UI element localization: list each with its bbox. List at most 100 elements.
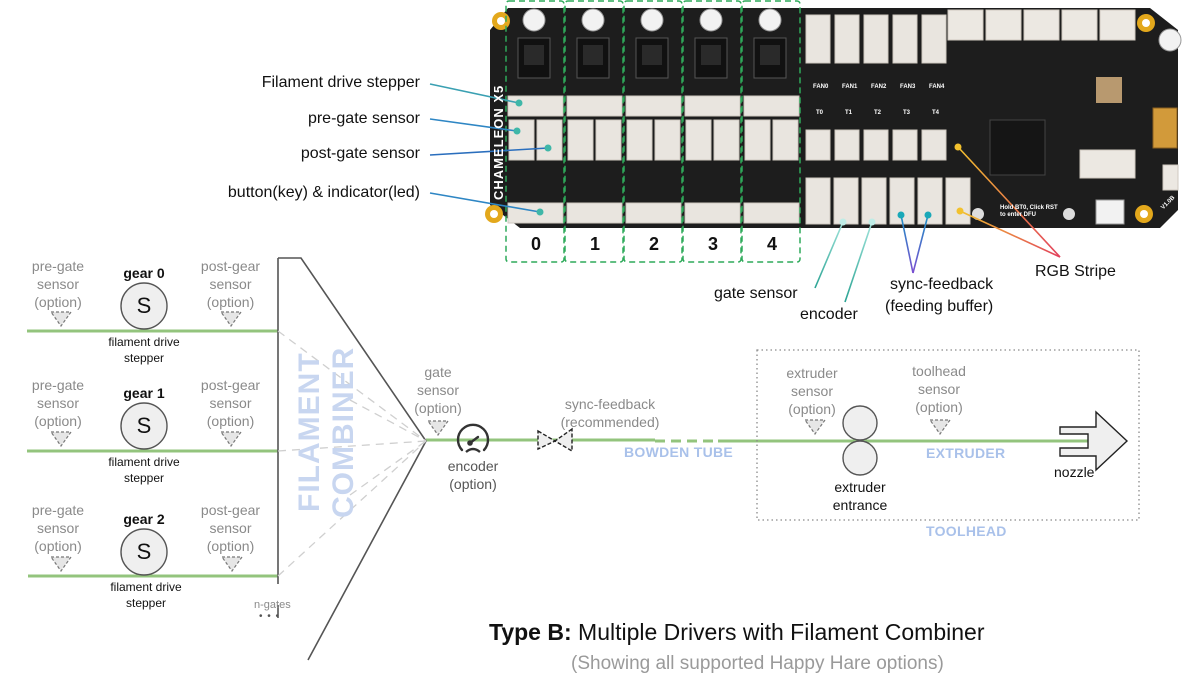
connector bbox=[1162, 164, 1179, 191]
driver-ic bbox=[701, 45, 721, 65]
boot-button bbox=[1063, 208, 1075, 220]
power-connector bbox=[1152, 107, 1178, 149]
callout-post-gate-sensor: post-gate sensor bbox=[300, 145, 420, 162]
toolhead-box bbox=[756, 349, 1140, 521]
motor-connector bbox=[566, 95, 623, 117]
io-connector bbox=[833, 177, 859, 225]
combiner-label-line-1: FILAMENT bbox=[293, 352, 326, 512]
extruder-gears bbox=[842, 405, 878, 476]
key-led-connector bbox=[684, 202, 741, 224]
slot-number-1: 1 bbox=[589, 234, 600, 254]
slot-number-0: 0 bbox=[530, 234, 541, 254]
sensor-triangles bbox=[49, 311, 952, 573]
leader-stepper bbox=[429, 83, 520, 104]
motor-connector bbox=[625, 95, 682, 117]
callout-gate-sensor: gate sensor bbox=[714, 285, 798, 302]
controller-board bbox=[485, 8, 1182, 228]
io-connector bbox=[889, 177, 915, 225]
gate-1-gear-title: gear 1 bbox=[123, 385, 165, 401]
slot-box-3 bbox=[682, 0, 742, 263]
dfu-note: Hold BT0, Click RST to enter DFU bbox=[1000, 205, 1058, 218]
board-thermistor-label: T2 bbox=[874, 110, 882, 116]
diagram-subtitle: (Showing all supported Happy Hare option… bbox=[571, 653, 944, 674]
mcu-chip bbox=[989, 119, 1046, 176]
post-gate-connector bbox=[654, 119, 681, 161]
io-connector bbox=[861, 177, 887, 225]
gear-motor-2 bbox=[120, 528, 168, 576]
board-fan-label: FAN3 bbox=[900, 84, 916, 90]
extruder-label: EXTRUDER bbox=[926, 445, 1006, 461]
gear-motors bbox=[120, 282, 168, 576]
sync-feedback-label: sync-feedback(recommended) bbox=[560, 396, 660, 430]
gate-1-motor-symbol: S bbox=[136, 413, 152, 438]
title-description: Multiple Drivers with Filament Combiner bbox=[571, 619, 985, 645]
fan-connector bbox=[805, 14, 831, 64]
board-fan-label: FAN1 bbox=[842, 84, 858, 90]
board-thermistor-label: T1 bbox=[845, 110, 853, 116]
capacitor bbox=[1158, 28, 1182, 52]
callout-pre-gate-sensor: pre-gate sensor bbox=[307, 110, 420, 127]
post-gate-connector bbox=[536, 119, 563, 161]
bottom-callout-leaders bbox=[814, 143, 1061, 303]
gear-motor-1 bbox=[120, 402, 168, 450]
slot-box-0 bbox=[505, 0, 565, 263]
motor-connector bbox=[743, 95, 800, 117]
bowden-tube-label: BOWDEN TUBE bbox=[624, 444, 734, 460]
sensor-triangle-icon bbox=[49, 311, 73, 328]
callout-encoder: encoder bbox=[800, 306, 858, 323]
fan-connector bbox=[863, 14, 889, 64]
gate-2-gear-title: gear 2 bbox=[123, 511, 165, 527]
callout-button-indicator: button(key) & indicator(led) bbox=[227, 184, 420, 201]
sync-feedback-icon bbox=[537, 427, 573, 453]
heater-connector bbox=[1023, 9, 1060, 41]
fan-connector bbox=[921, 14, 947, 64]
leader-post-gate bbox=[429, 147, 549, 156]
thermistor-connector bbox=[805, 129, 831, 161]
heater-connector bbox=[947, 9, 984, 41]
motor-connector bbox=[684, 95, 741, 117]
nozzle-label: nozzle bbox=[1054, 464, 1095, 480]
capacitor bbox=[699, 8, 723, 32]
n-gates-label: n-gates bbox=[254, 599, 291, 611]
heater-connector bbox=[985, 9, 1022, 41]
combiner-outline bbox=[277, 257, 427, 661]
fan-connector bbox=[892, 14, 918, 64]
driver-ic bbox=[524, 45, 544, 65]
driver-ic bbox=[760, 45, 780, 65]
key-led-connector bbox=[507, 202, 564, 224]
driver-ic bbox=[642, 45, 662, 65]
usb-c-port bbox=[1095, 199, 1125, 225]
sensor-triangle-icon bbox=[220, 556, 244, 573]
leader-rgb-1 bbox=[959, 210, 1061, 258]
slot-box-1 bbox=[564, 0, 624, 263]
driver-ic bbox=[583, 45, 603, 65]
sensor-triangle-icon bbox=[803, 419, 827, 436]
gate-0-gear-title: gear 0 bbox=[123, 265, 165, 281]
leader-pre-gate bbox=[429, 118, 518, 132]
combiner-guide-lines bbox=[277, 330, 427, 577]
heater-connector bbox=[1099, 9, 1136, 41]
post-gate-connector bbox=[772, 119, 799, 161]
sensor-triangle-icon bbox=[49, 556, 73, 573]
gear-motor-0 bbox=[120, 282, 168, 330]
io-connector bbox=[805, 177, 831, 225]
diagram-title: Type B: Multiple Drivers with Filament C… bbox=[489, 619, 984, 646]
slot-number-2: 2 bbox=[648, 234, 659, 254]
filament-lines bbox=[27, 329, 1100, 578]
leader-rgb-2 bbox=[957, 146, 1061, 258]
board-thermistor-label: T0 bbox=[816, 110, 824, 116]
leader-gate-sensor bbox=[814, 221, 844, 289]
reset-button bbox=[972, 208, 984, 220]
gate-0-motor-symbol: S bbox=[136, 293, 152, 318]
